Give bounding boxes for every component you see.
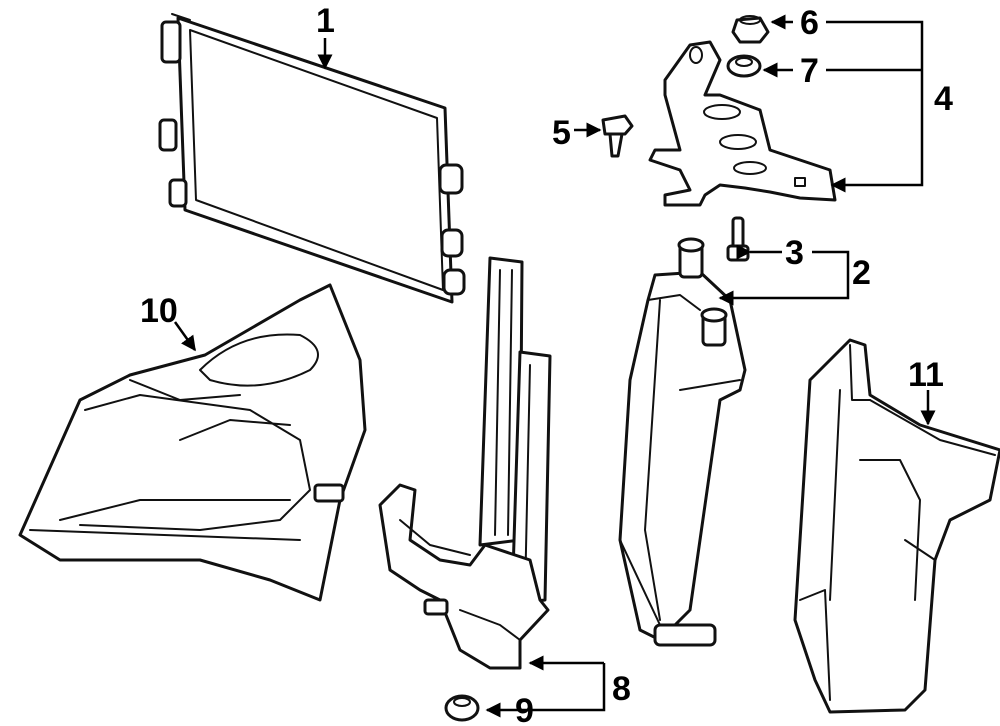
push-pin-clip-part (601, 114, 634, 158)
grommet-lower-part (444, 694, 480, 722)
leader-4 (826, 20, 924, 193)
callout-2: 2 (852, 254, 871, 292)
callout-6: 6 (800, 4, 819, 42)
grommet-upper-part (731, 15, 770, 44)
callout-7: 7 (800, 52, 819, 90)
callout-11: 11 (908, 356, 944, 394)
side-support-bracket-part (378, 256, 552, 670)
mounting-bracket-part (648, 40, 837, 207)
leader-10 (173, 321, 197, 352)
callout-8: 8 (612, 670, 631, 708)
leader-9 (485, 663, 606, 718)
radiator-part (158, 13, 466, 304)
washer-part (726, 54, 762, 78)
coolant-reservoir-part (618, 237, 747, 647)
callout-5: 5 (552, 114, 571, 152)
callout-9: 9 (515, 692, 534, 726)
callout-3: 3 (785, 234, 804, 272)
leader-lines (173, 14, 936, 718)
right-air-deflector-part (793, 338, 1000, 714)
callout-10: 10 (140, 292, 178, 330)
callout-4: 4 (934, 80, 953, 118)
callout-1: 1 (316, 2, 335, 40)
left-air-deflector-part (18, 283, 367, 602)
stud-sensor-part (726, 216, 750, 262)
leader-2 (718, 250, 850, 306)
callout-labels: 1 2 3 4 5 6 7 8 9 10 11 (140, 2, 953, 726)
